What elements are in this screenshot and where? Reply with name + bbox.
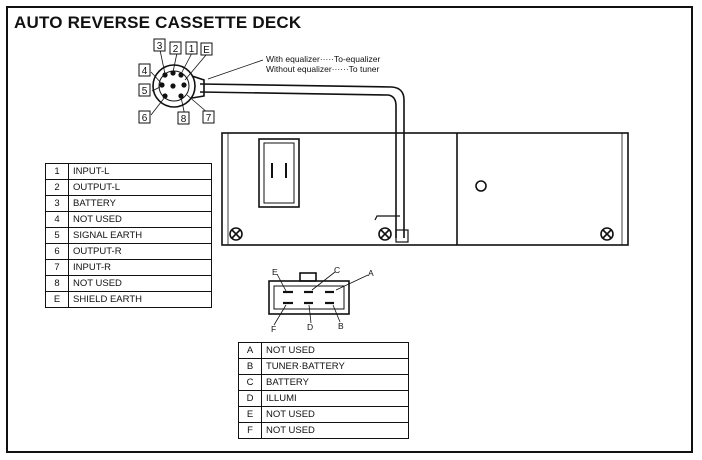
din-pin-6: 6 xyxy=(138,110,151,124)
svg-text:5: 5 xyxy=(142,86,148,97)
pin-function: OUTPUT-R xyxy=(68,243,212,260)
cable xyxy=(199,83,405,238)
screw-middle xyxy=(378,227,392,241)
pin-function: NOT USED xyxy=(261,342,409,359)
din-pin-7: 7 xyxy=(202,110,215,124)
rect-connector-labels: E C A F D B xyxy=(271,265,374,334)
pin-function: INPUT-L xyxy=(68,163,212,180)
rect-connector xyxy=(268,271,369,326)
diagram-frame xyxy=(6,6,693,453)
pin-function: NOT USED xyxy=(68,275,212,292)
din-pin-3: 3 xyxy=(153,38,166,52)
pin-function: NOT USED xyxy=(261,422,409,439)
din-pin-4: 4 xyxy=(138,63,151,77)
svg-text:4: 4 xyxy=(142,66,148,77)
pin-function: SIGNAL EARTH xyxy=(68,227,212,244)
deck-body xyxy=(221,132,629,246)
din-pin-e: E xyxy=(200,42,213,56)
pin-letter: A xyxy=(238,342,262,359)
svg-text:8: 8 xyxy=(181,114,187,125)
pin-function: TUNER·BATTERY xyxy=(261,358,409,375)
din-pin-1: 1 xyxy=(185,41,198,55)
pin-function: ILLUMI xyxy=(261,390,409,407)
svg-text:3: 3 xyxy=(157,41,163,52)
din-pin-5: 5 xyxy=(138,83,151,97)
svg-text:1: 1 xyxy=(189,44,195,55)
conn-label-a: A xyxy=(368,268,374,278)
conn-label-b: B xyxy=(338,321,344,331)
pin-number: 3 xyxy=(45,195,69,212)
conn-label-c: C xyxy=(334,265,340,275)
din-pin-8: 8 xyxy=(177,111,190,125)
pin-letter: B xyxy=(238,358,262,375)
pin-function: NOT USED xyxy=(261,406,409,423)
pin-number: 6 xyxy=(45,243,69,260)
svg-text:7: 7 xyxy=(206,113,212,124)
conn-label-d: D xyxy=(307,322,313,332)
pin-function: BATTERY xyxy=(68,195,212,212)
pin-number: 1 xyxy=(45,163,69,180)
din-pin-2: 2 xyxy=(169,41,182,55)
pin-letter: C xyxy=(238,374,262,391)
pin-number: 7 xyxy=(45,259,69,276)
screw-right xyxy=(600,227,614,241)
pin-function: SHIELD EARTH xyxy=(68,291,212,308)
page-title: AUTO REVERSE CASSETTE DECK xyxy=(14,13,302,32)
conn-label-e: E xyxy=(272,267,278,277)
pin-number: E xyxy=(45,291,69,308)
screw-left xyxy=(229,227,243,241)
pin-letter: E xyxy=(238,406,262,423)
din-pin-labels: 3 2 1 E 4 5 6 8 7 xyxy=(138,38,215,125)
pin-number: 8 xyxy=(45,275,69,292)
pin-function: INPUT-R xyxy=(68,259,212,276)
conn-label-f: F xyxy=(271,324,276,334)
svg-text:2: 2 xyxy=(173,44,179,55)
pin-function: NOT USED xyxy=(68,211,212,228)
pin-number: 2 xyxy=(45,179,69,196)
note-without-equalizer: Without equalizer······To tuner xyxy=(266,64,380,74)
pin-function: OUTPUT-L xyxy=(68,179,212,196)
svg-text:E: E xyxy=(203,45,210,56)
deck-socket xyxy=(258,138,300,208)
pin-letter: F xyxy=(238,422,262,439)
pin-number: 5 xyxy=(45,227,69,244)
pin-number: 4 xyxy=(45,211,69,228)
din-plug xyxy=(150,49,264,117)
cassette-deck-unit xyxy=(221,132,629,246)
note-with-equalizer: With equalizer·····To-equalizer xyxy=(266,54,380,64)
svg-text:6: 6 xyxy=(142,113,148,124)
pin-letter: D xyxy=(238,390,262,407)
pin-function: BATTERY xyxy=(261,374,409,391)
deck-hole xyxy=(475,180,487,192)
